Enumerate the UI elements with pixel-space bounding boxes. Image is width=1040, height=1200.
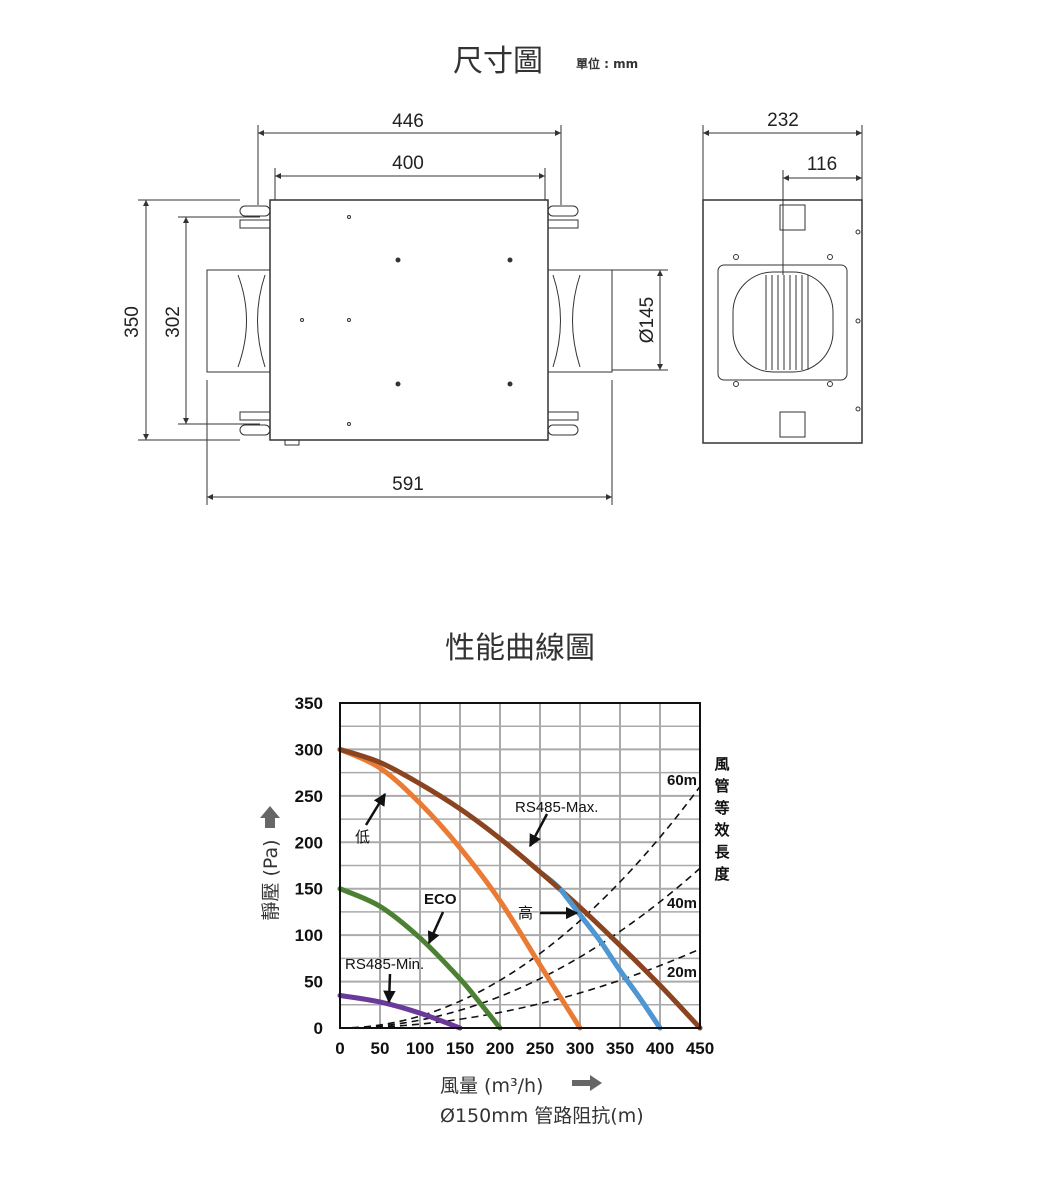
dim-duct-diameter: Ø145 [637, 297, 658, 343]
system-curve-60m [339, 786, 701, 1029]
y-axis-label: 靜壓 (Pa) [260, 839, 282, 920]
x-tick-label: 200 [486, 1039, 514, 1058]
curve-2 [337, 746, 583, 1031]
arrow-right-icon [572, 1075, 602, 1091]
label-max: RS485-Max. [515, 799, 598, 816]
performance-curves [337, 746, 703, 1031]
x-tick-label: 300 [566, 1039, 594, 1058]
dim-350: 350 [122, 306, 143, 338]
dim-232: 232 [767, 110, 799, 131]
x-tick-label: 400 [646, 1039, 674, 1058]
duct-length-char: 度 [714, 865, 730, 883]
arrow-low [364, 792, 387, 826]
dim-400: 400 [392, 153, 424, 174]
label-high: 高 [518, 905, 533, 922]
duct-length-char: 風 [714, 756, 729, 773]
chart-grid [339, 702, 701, 1029]
x-tick-label: 0 [335, 1039, 344, 1058]
x-tick-label: 350 [606, 1039, 634, 1058]
system-curve-20m [339, 948, 701, 1029]
unit-label: 單位 : mm [576, 56, 638, 71]
dim-116: 116 [807, 154, 837, 175]
tick-labels: 0 50 100 150 200 250 300 350 400 450 0 50 100 150 200 2… [295, 694, 715, 1058]
x-tick-label: 50 [371, 1039, 390, 1058]
x-tick-label: 150 [446, 1039, 474, 1058]
plot-frame [339, 702, 701, 1029]
duct-length-char: 等 [714, 799, 729, 817]
dim-591: 591 [392, 474, 424, 495]
system-curve-40m [339, 867, 701, 1029]
arrow-eco [427, 911, 445, 945]
curve-4 [337, 993, 463, 1031]
label-20m: 20m [667, 964, 697, 981]
front-view [206, 199, 613, 446]
label-60m: 60m [667, 772, 697, 789]
x-tick-label: 450 [686, 1039, 714, 1058]
dim-302: 302 [163, 306, 184, 338]
y-tick-label: 250 [295, 787, 323, 806]
x-tick-label: 250 [526, 1039, 554, 1058]
label-low: 低 [355, 829, 370, 846]
label-40m: 40m [667, 895, 697, 912]
x-axis-label: 風量 (m³/h) [440, 1075, 543, 1097]
dimension-lines [138, 125, 863, 505]
y-tick-label: 0 [314, 1019, 323, 1038]
arrow-up-icon [260, 806, 280, 828]
x-axis-label-2: Ø150mm 管路阻抗(m) [440, 1105, 644, 1127]
y-tick-label: 150 [295, 880, 323, 899]
curve-3 [337, 886, 503, 1031]
label-min: RS485-Min. [345, 956, 424, 973]
curve-0 [337, 746, 703, 1031]
arrow-min [383, 973, 396, 1004]
duct-length-char: 管 [714, 777, 729, 795]
system-curves [339, 786, 701, 1029]
y-tick-label: 50 [304, 973, 323, 992]
y-tick-label: 300 [295, 740, 323, 759]
duct-length-char: 長 [714, 844, 730, 861]
dim-446: 446 [392, 111, 424, 132]
drawing-title: 尺寸圖 [453, 44, 543, 79]
y-tick-label: 100 [295, 926, 323, 945]
duct-length-char: 效 [714, 821, 730, 839]
y-tick-label: 350 [295, 694, 323, 713]
arrow-max [528, 813, 549, 848]
chart-title: 性能曲線圖 [445, 631, 595, 666]
y-tick-label: 200 [295, 833, 323, 852]
label-eco: ECO [424, 891, 457, 908]
x-tick-label: 100 [406, 1039, 434, 1058]
